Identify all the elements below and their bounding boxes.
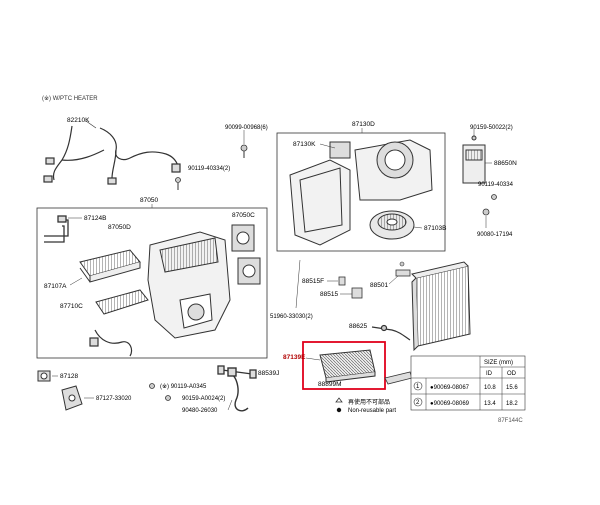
evaporator-block	[411, 261, 471, 352]
size-row-1-id: 10.8	[484, 385, 496, 391]
callout-87130k: 87130K	[293, 141, 316, 148]
ptc-heater-note: (※) W/PTC HEATER	[42, 95, 98, 102]
heater-core-87107a	[79, 249, 141, 283]
wire-harness-82210k	[43, 125, 181, 185]
part-88515	[351, 287, 363, 299]
legend-jp: 再使用不可部品	[348, 398, 390, 406]
legend-non-reusable: Non-reusable part	[348, 408, 396, 414]
callout-88515: 88515	[320, 291, 338, 298]
hose-90480	[227, 367, 249, 412]
callout-87128: 87128	[60, 373, 78, 380]
part-88625	[371, 324, 411, 341]
callout-90080-17194: 90080-17194	[477, 232, 513, 238]
size-table-header-id: ID	[486, 371, 493, 377]
sensor-88515f	[338, 276, 346, 286]
size-row-2-num: 2	[416, 400, 420, 406]
resistor-88650n	[462, 128, 486, 184]
callout-90159-50022: 90159-50022(2)	[470, 125, 513, 131]
callout-90480-26030: 90480-26030	[182, 408, 218, 414]
sensor-88501	[395, 261, 411, 277]
size-row-2-part: ●90069-08069	[430, 401, 470, 407]
blower-case	[289, 139, 433, 246]
pipe-88539j	[217, 365, 257, 379]
callout-87124b: 87124B	[84, 215, 106, 222]
insulator-87127-33020	[61, 385, 83, 411]
callout-88625: 88625	[349, 323, 367, 330]
highlight-cabin-filter	[302, 341, 386, 390]
callout-82210k: 82210K	[67, 117, 90, 124]
bracket-87128	[37, 370, 51, 382]
filter-bracket	[384, 371, 413, 385]
callout-87050c: 87050C	[232, 212, 255, 219]
callout-87139e: 87139E	[283, 354, 306, 361]
screw-90119-40334-2	[175, 177, 181, 190]
blower-fan-87103b	[369, 210, 415, 240]
callout-90099-00968: 90099-00968(6)	[225, 125, 268, 131]
size-row-1-num: 1	[416, 384, 420, 390]
screw-90119-40334	[491, 194, 497, 200]
size-row-1-part: ●90069-08067	[430, 385, 470, 391]
box-87130d	[276, 132, 446, 252]
callout-87130d: 87130D	[352, 121, 375, 128]
cabin-filter-87139e	[319, 349, 376, 383]
size-row-2-od: 18.2	[506, 401, 518, 407]
reuse-mark-icon	[335, 397, 343, 403]
screw-90159-a0024	[165, 395, 171, 401]
pipe-87124b	[44, 215, 69, 243]
size-table: SIZE (mm) ID OD 1 ●90069-08067 10.8 15.6…	[410, 355, 526, 411]
callout-51960-33030: 51960-33030(2)	[270, 314, 313, 320]
screw-90119-a0345	[149, 383, 155, 389]
size-table-header-od: OD	[507, 371, 517, 377]
callout-90119-40334: 90119-40334	[478, 182, 514, 188]
callout-88899m: 88899M	[318, 381, 342, 388]
screw-90099-00968	[240, 144, 248, 158]
screw-90080-17194	[482, 208, 490, 216]
non-reusable-dot-icon	[336, 407, 342, 413]
callout-88501: 88501	[370, 282, 388, 289]
callout-87050d: 87050D	[108, 224, 131, 231]
size-row-1-od: 15.6	[506, 385, 518, 391]
callout-87127-33020: 87127-33020	[96, 396, 132, 402]
callout-90159-a0024: 90159-A0024(2)	[182, 396, 225, 402]
figure-code: 87F144C	[498, 418, 523, 424]
size-row-2-id: 13.4	[484, 401, 496, 407]
drain-hose	[89, 329, 133, 357]
callout-88539j: 88539J	[258, 370, 279, 377]
size-table-title: SIZE (mm)	[484, 360, 513, 366]
callout-87103b: 87103B	[424, 225, 446, 232]
evaporator-87710c	[95, 289, 149, 315]
callout-90119-a0345: (※) 90119-A0345	[160, 383, 207, 390]
hvac-unit-87050	[147, 224, 261, 339]
callout-87710c: 87710C	[60, 303, 83, 310]
callout-88515f: 88515F	[302, 278, 324, 285]
callout-88650n: 88650N	[494, 160, 517, 167]
callout-87050: 87050	[140, 197, 158, 204]
callout-90119-40334-2: 90119-40334(2)	[188, 166, 230, 172]
callout-87107a: 87107A	[44, 283, 67, 290]
legend: 再使用不可部品 Non-reusable part	[335, 397, 396, 414]
